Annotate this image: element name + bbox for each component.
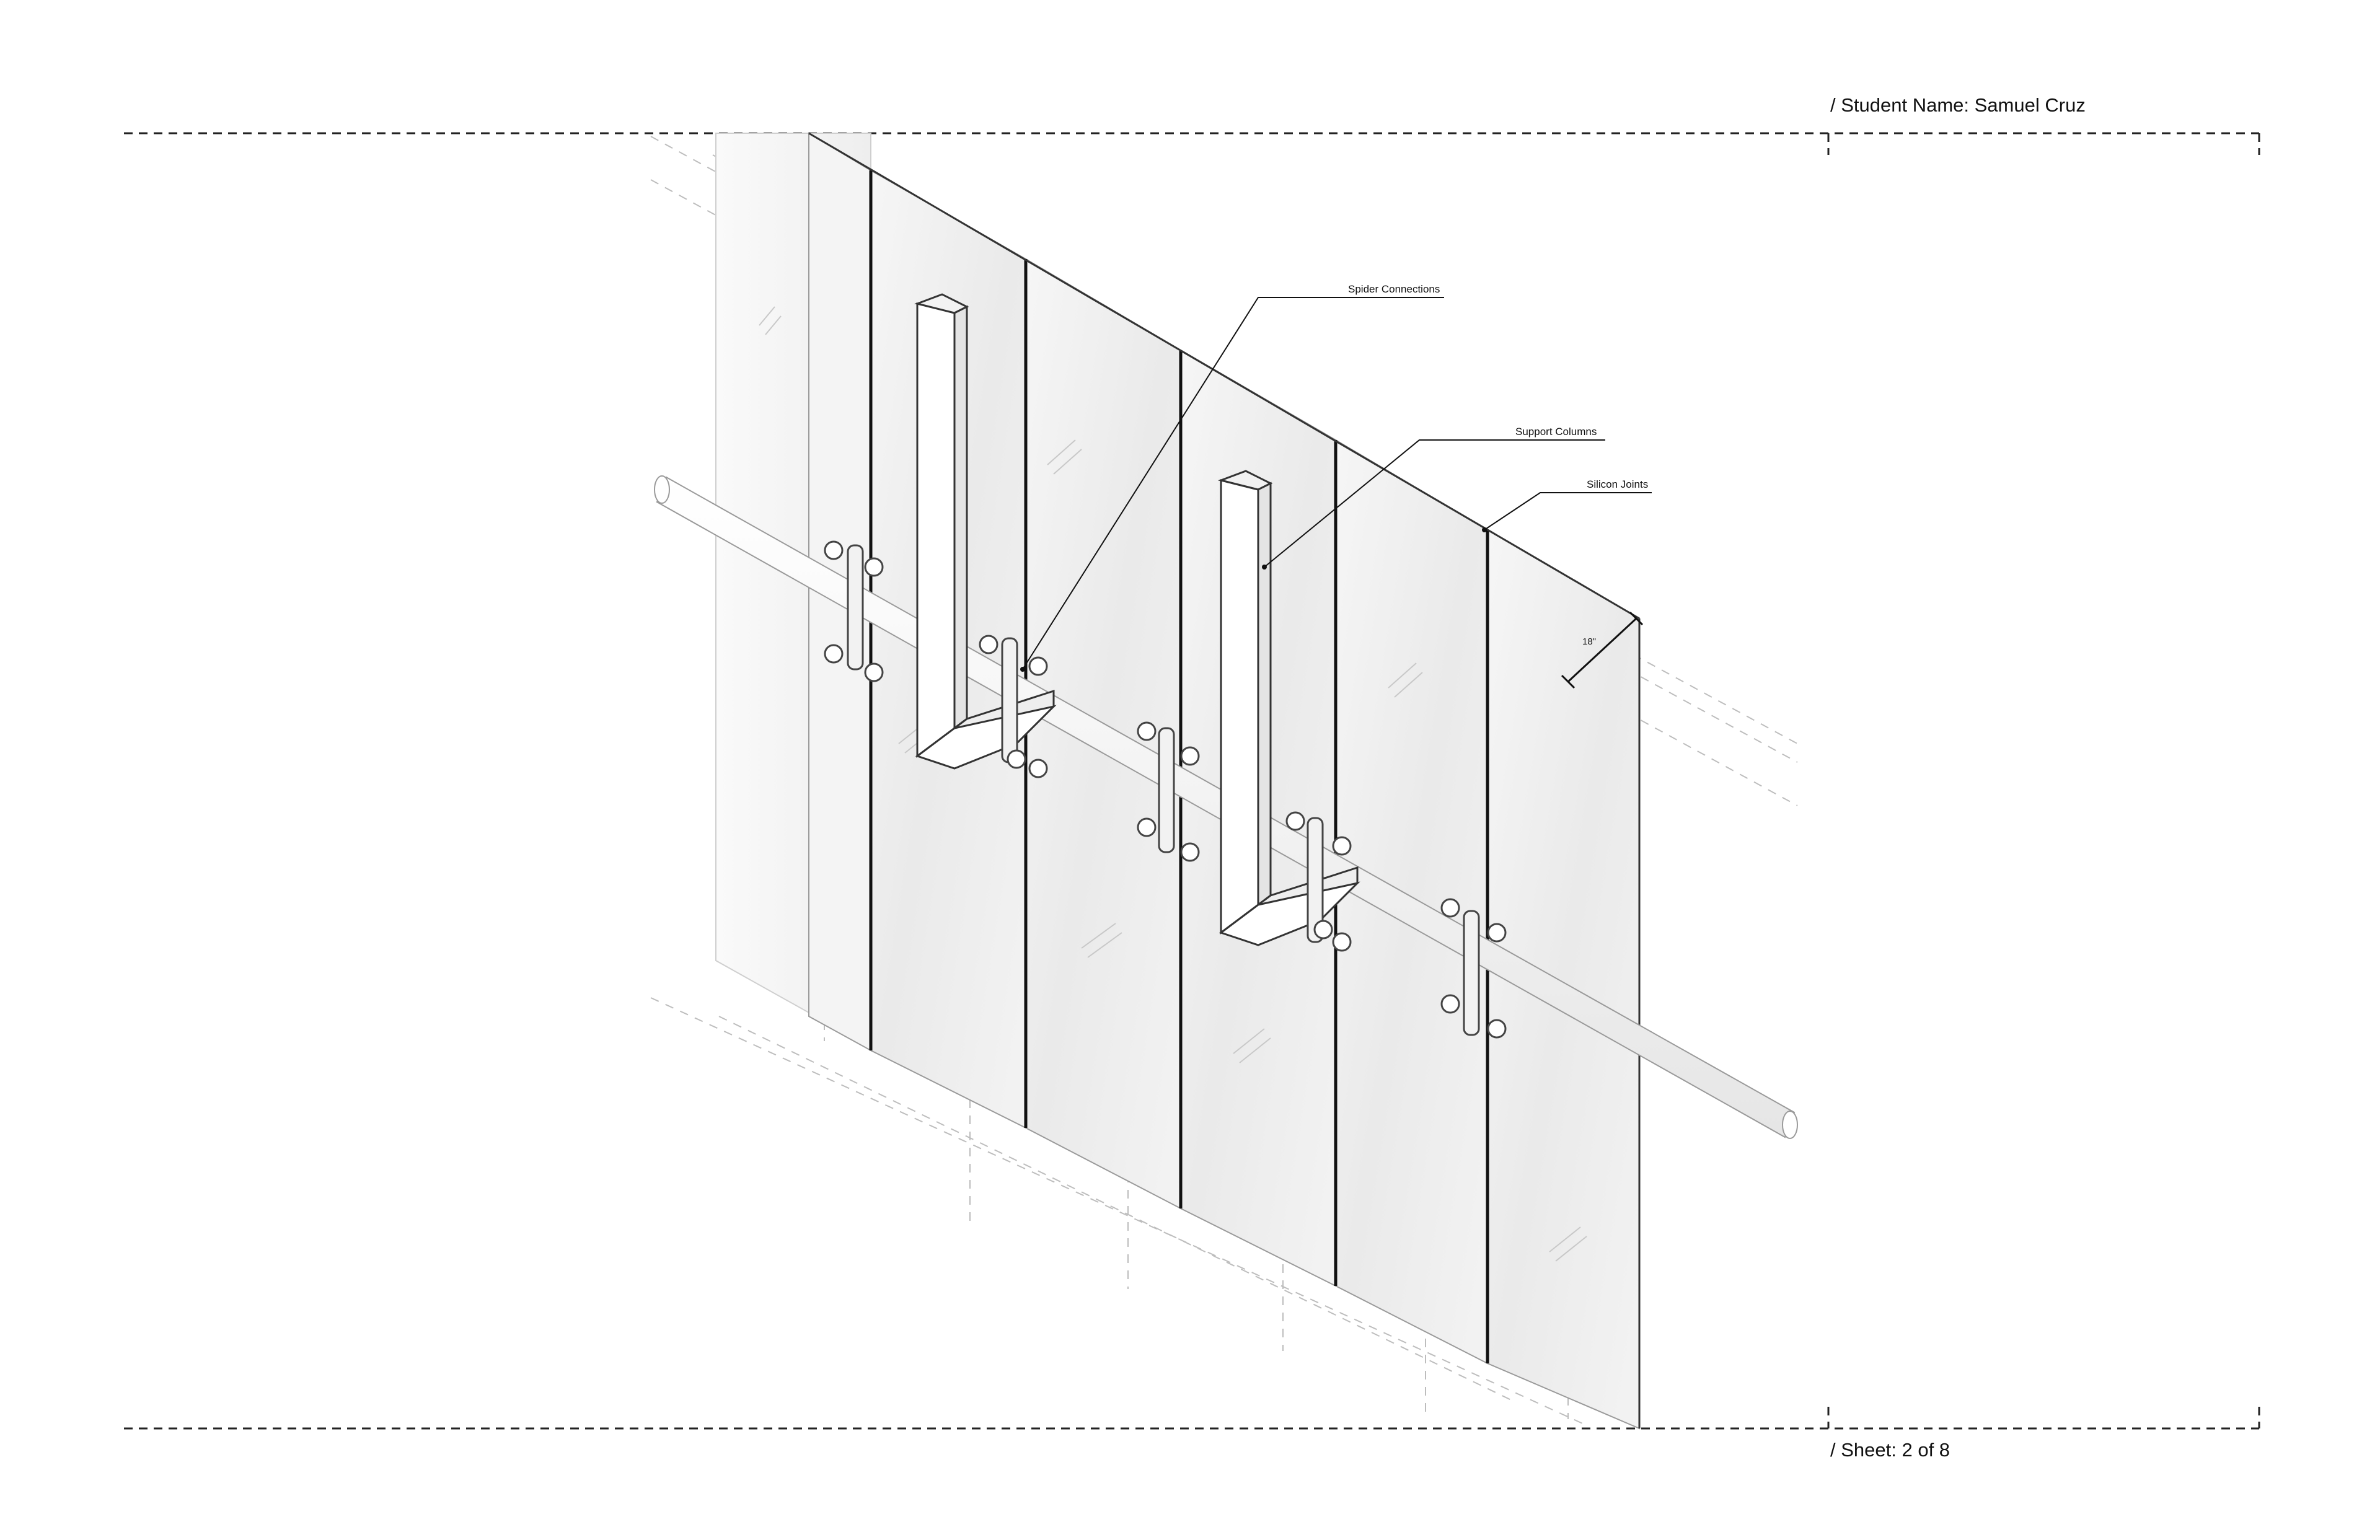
student-name: Samuel Cruz bbox=[1974, 94, 2086, 116]
sheet-prefix: / Sheet: bbox=[1830, 1439, 1897, 1461]
glass-reflections bbox=[759, 306, 1587, 1262]
callout-leaders bbox=[1022, 297, 1652, 670]
dimension-line bbox=[1561, 611, 1644, 689]
callout-silicon-joints: Silicon Joints bbox=[1587, 478, 1648, 490]
glass-panels bbox=[808, 132, 1640, 1430]
dimension-label: 18" bbox=[1582, 636, 1596, 647]
spider-connection bbox=[1137, 721, 1200, 862]
spider-connection bbox=[1440, 898, 1507, 1039]
sheet-border bbox=[124, 132, 2260, 1430]
spider-connection bbox=[824, 540, 884, 682]
student-name-label: / Student Name: Samuel Cruz bbox=[1830, 94, 2086, 117]
callout-spider-connections: Spider Connections bbox=[1348, 283, 1440, 295]
sheet-number-label: / Sheet: 2 of 8 bbox=[1830, 1439, 1950, 1461]
panel-edges bbox=[808, 132, 1641, 1428]
student-prefix: / Student Name: bbox=[1830, 94, 1970, 116]
spider-connection bbox=[979, 635, 1048, 778]
callout-dots bbox=[1020, 527, 1487, 672]
spider-connection bbox=[1285, 811, 1352, 952]
sheet-value: 2 of 8 bbox=[1902, 1439, 1950, 1461]
callout-support-columns: Support Columns bbox=[1515, 426, 1597, 438]
